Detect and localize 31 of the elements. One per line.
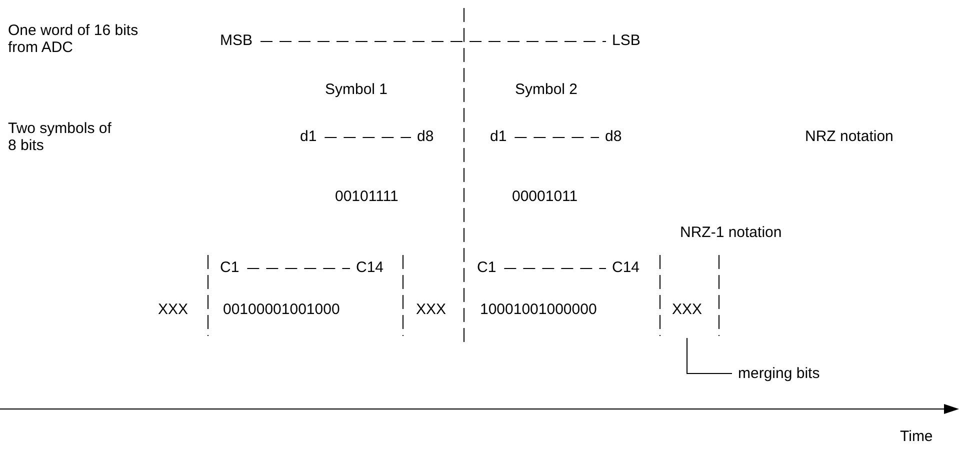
node-text: XXX — [672, 301, 702, 318]
leader-line — [686, 338, 732, 374]
dashed-line — [260, 41, 606, 42]
node-text: C1 — [477, 259, 496, 276]
label-text: NRZ notation — [805, 128, 894, 145]
label-text: 00001011 — [512, 188, 578, 205]
node-text: d1 — [300, 128, 317, 145]
label-text: NRZ-1 notation — [680, 224, 782, 241]
node-text: MSB — [220, 32, 253, 49]
label-text: Time — [900, 428, 933, 445]
node-text: C1 — [220, 259, 240, 276]
label-text: XXX — [416, 301, 446, 318]
label-text: XXX — [158, 301, 188, 318]
node-text: LSB — [612, 32, 640, 49]
node-text: d8 — [417, 128, 434, 145]
node-text: C14 — [612, 259, 640, 276]
label-text: One word of 16 bits from ADC — [8, 22, 140, 56]
node-text: d8 — [605, 128, 622, 145]
dashed-line — [246, 268, 350, 269]
node-text: merging bits — [738, 365, 820, 382]
label-text: Symbol 2 — [515, 81, 578, 98]
label-text: Two symbols of 8 bits — [8, 120, 112, 154]
dashed-line — [324, 137, 412, 138]
label-text: 00101111 — [335, 188, 398, 205]
node-text: C14 — [356, 259, 384, 276]
label-text: 00100001001000 — [223, 301, 340, 318]
node-text: d1 — [490, 128, 507, 145]
label-text: Symbol 1 — [325, 81, 388, 98]
dashed-line — [504, 268, 606, 269]
dashed-line — [514, 137, 600, 138]
label-text: 10001001000000 — [480, 301, 597, 318]
